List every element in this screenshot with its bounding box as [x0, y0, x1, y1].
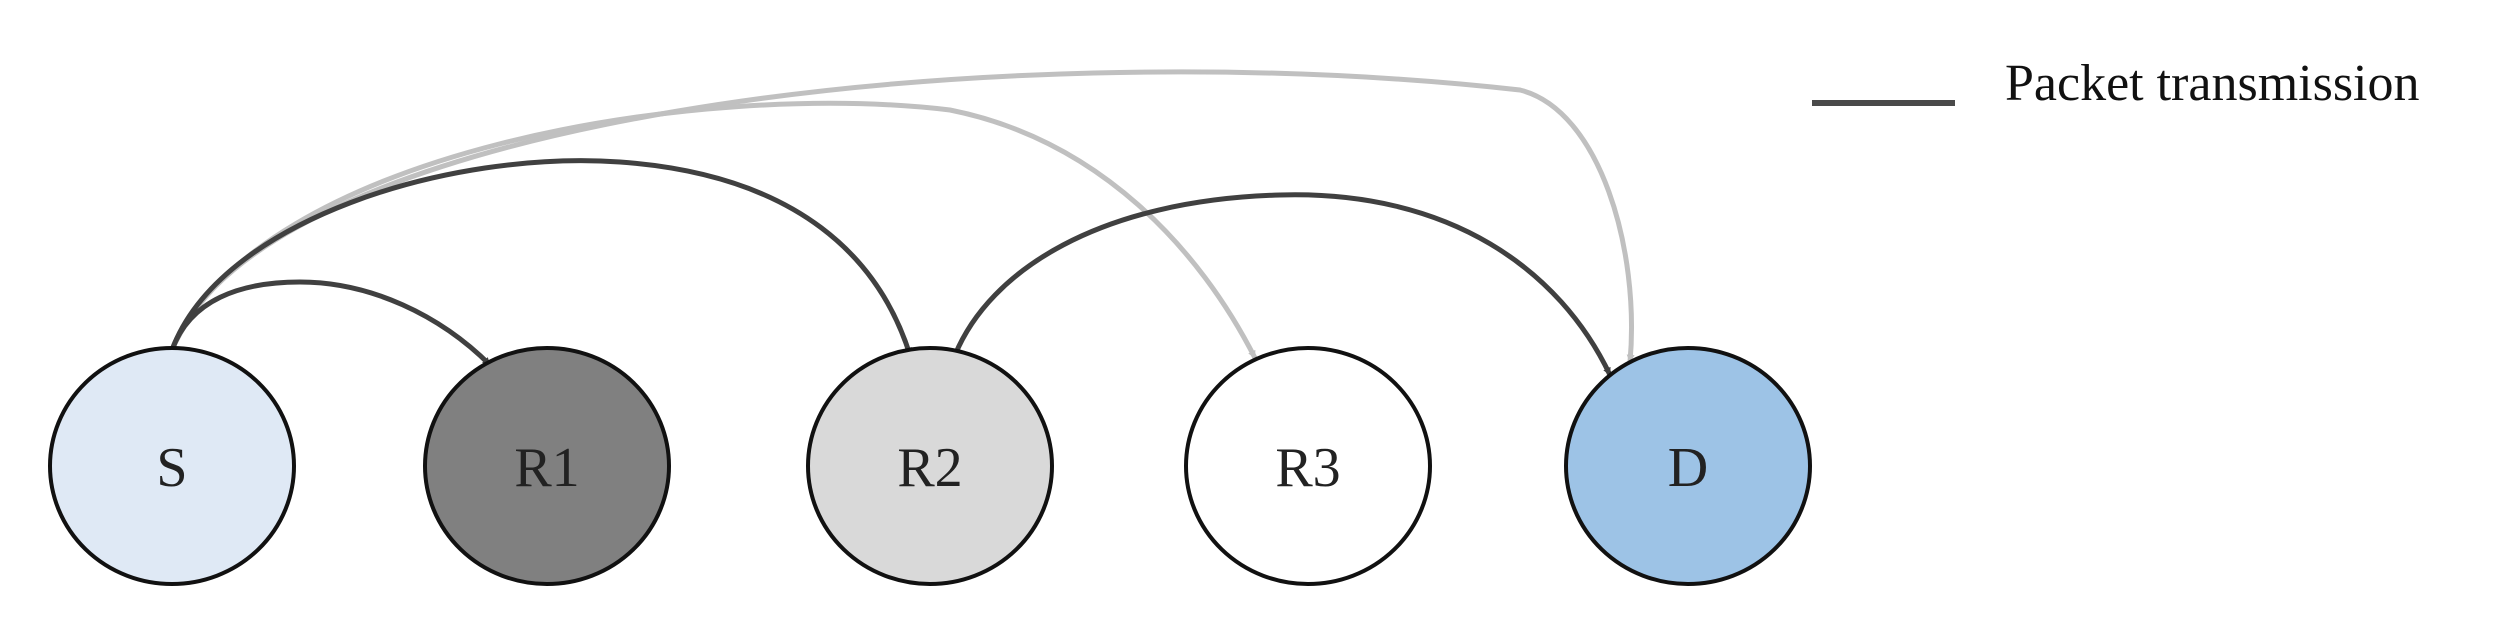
- node-R3-label: R3: [1275, 437, 1340, 499]
- node-R3-circle: [1184, 346, 1432, 586]
- node-R2-circle: [806, 346, 1054, 586]
- node-D: D: [1564, 346, 1812, 586]
- edges: [169, 69, 1635, 377]
- edge-S-D: [169, 69, 1635, 363]
- legend-label: Packet transmission: [2005, 55, 2420, 112]
- node-R2-label: R2: [897, 437, 962, 499]
- node-S-circle: [48, 346, 296, 586]
- node-R3: R3: [1184, 346, 1432, 586]
- node-D-circle: [1564, 346, 1812, 586]
- legend: Packet transmission: [1812, 55, 2420, 112]
- edge-S-R1: [169, 279, 492, 367]
- edge-R2-D: [952, 192, 1613, 377]
- node-S-label: S: [156, 437, 187, 499]
- node-R2: R2: [806, 346, 1054, 586]
- node-R1-label: R1: [514, 437, 579, 499]
- node-R1-circle: [423, 346, 671, 586]
- edge-S-R3: [169, 100, 1258, 360]
- edge-S-R2: [169, 158, 913, 356]
- node-D-label: D: [1668, 437, 1708, 499]
- node-S: S: [48, 346, 296, 586]
- node-R1: R1: [423, 346, 671, 586]
